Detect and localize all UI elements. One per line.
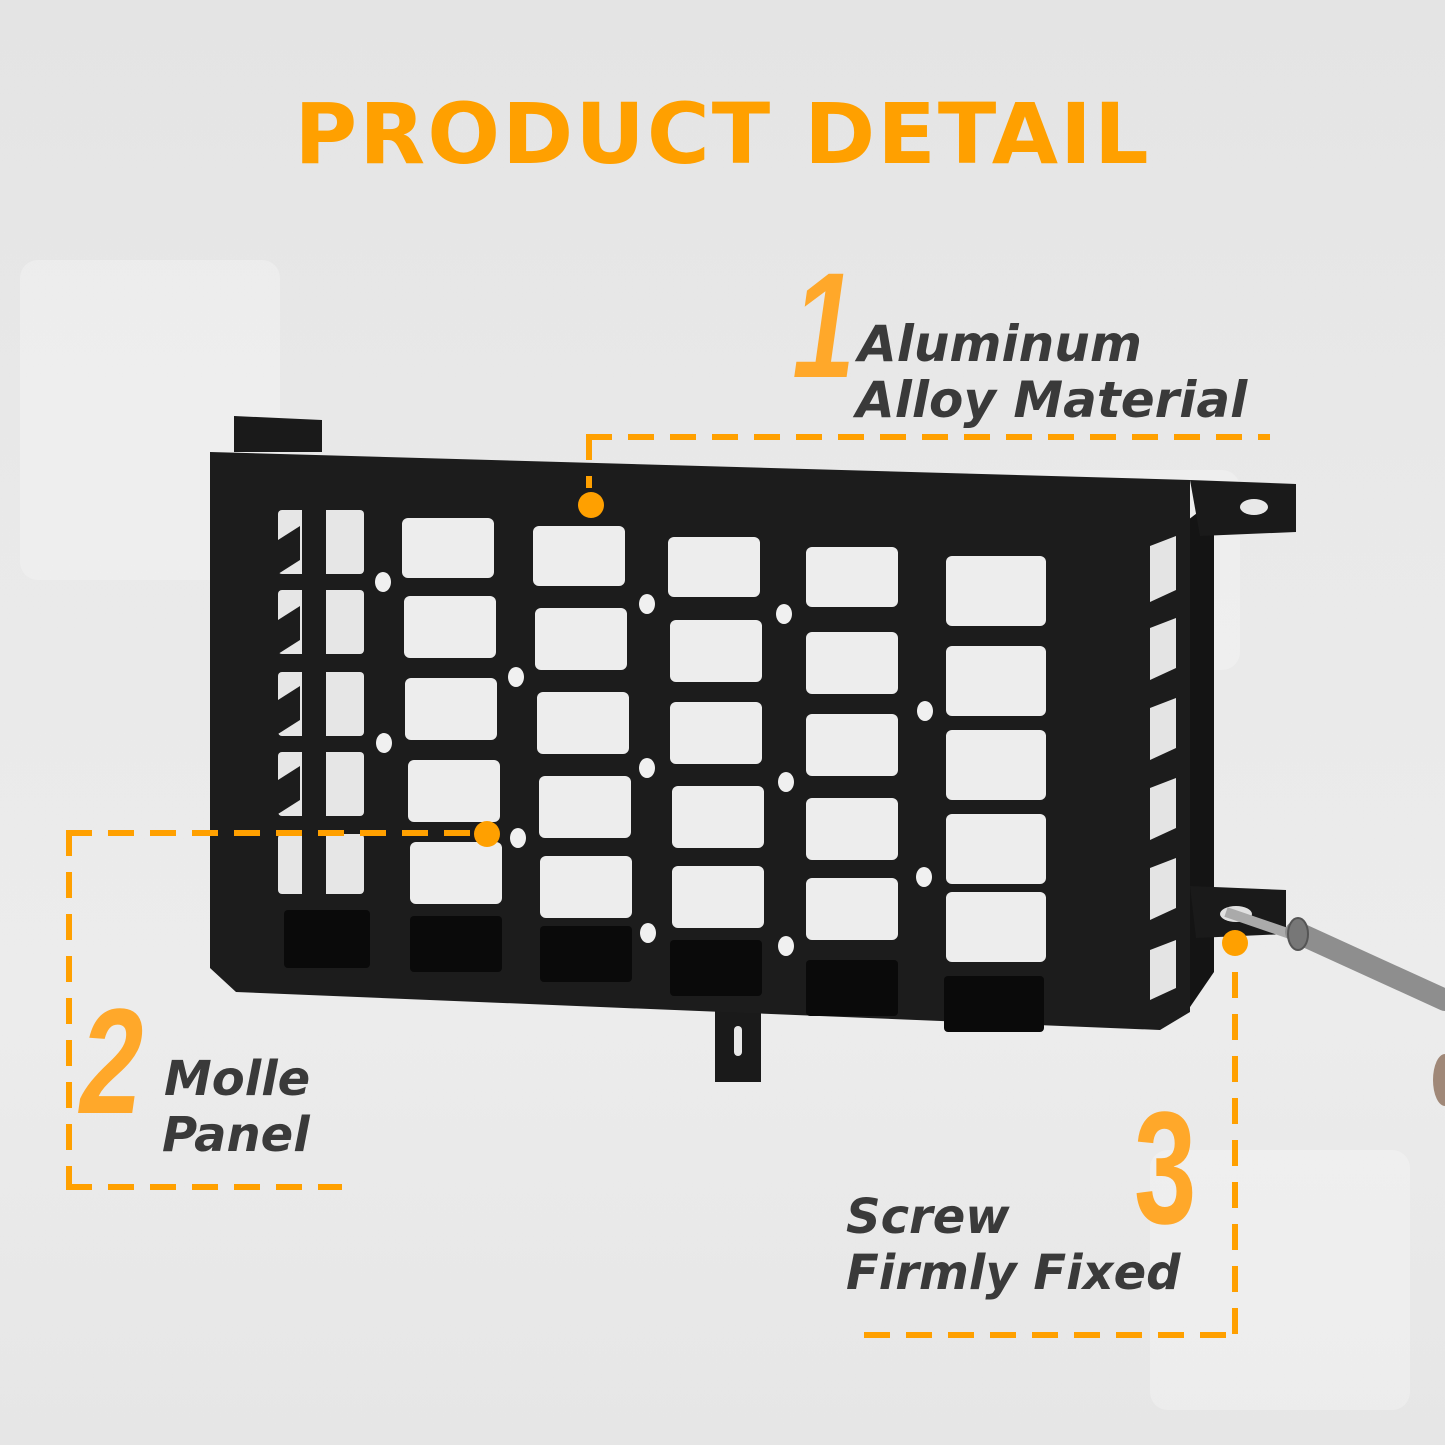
feature-3-line2: Firmly Fixed (846, 1245, 1181, 1301)
page-title: PRODUCT DETAIL (294, 85, 1151, 183)
feature-1-line2: Alloy Material (856, 371, 1248, 429)
callout-line-2-vertical (66, 830, 72, 1190)
callout-dot-1 (578, 492, 604, 518)
feature-number-3: 3 (1134, 1078, 1197, 1257)
background-shape (1150, 1150, 1410, 1410)
feature-2-line2: Panel (162, 1107, 310, 1163)
callout-dot-2 (474, 821, 500, 847)
callout-line-1-vertical (586, 434, 592, 488)
callout-line-3 (864, 1332, 1238, 1338)
callout-dot-3 (1222, 930, 1248, 956)
callout-line-3-vertical (1232, 972, 1238, 1338)
callout-line-2-bottom (66, 1184, 342, 1190)
feature-1-line1: Aluminum (858, 315, 1142, 373)
feature-2-line1: Molle (164, 1051, 311, 1107)
feature-3-line1: Screw (846, 1189, 1010, 1245)
callout-line-2 (66, 830, 478, 836)
callout-line-1 (586, 434, 1270, 440)
